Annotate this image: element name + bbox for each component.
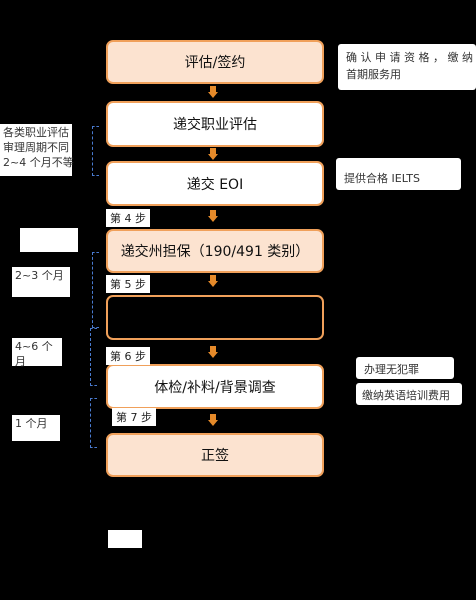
duration-bracket xyxy=(90,398,97,448)
step-number-5: 第 5 步 xyxy=(106,275,150,293)
duration-text: 1 个月 xyxy=(15,417,48,430)
duration-line: 审理周期不同 xyxy=(3,140,69,154)
note-text: 办理无犯罪 xyxy=(364,363,419,376)
step-number-7: 第 7 步 xyxy=(112,408,156,426)
note-confirm-eligibility: 确 认 申 请 资 格 ， 缴 纳 首期服务用 xyxy=(338,44,476,90)
step-number-6: 第 6 步 xyxy=(106,347,150,365)
step-label: 递交职业评估 xyxy=(173,117,257,133)
note-line: 确 认 申 请 资 格 ， 缴 纳 xyxy=(346,51,473,64)
arrow-down-icon xyxy=(208,86,218,98)
duration-visa-grant: 1 个月 xyxy=(12,415,60,441)
duration-bracket xyxy=(90,328,97,386)
duration-invitation: 4~6 个月 xyxy=(12,338,62,368)
arrow-down-icon xyxy=(208,275,218,287)
step-number-4: 第 4 步 xyxy=(106,209,150,227)
step-label: 递交州担保（190/491 类别） xyxy=(120,244,310,260)
blank-label xyxy=(20,228,78,252)
duration-skills-assessment: 各类职业评估 审理周期不同 2~4 个月不等 xyxy=(0,124,74,176)
arrow-down-icon xyxy=(208,148,218,160)
step-box-skills-assessment: 递交职业评估 xyxy=(106,101,324,147)
step-box-medical-background: 体检/补料/背景调查 xyxy=(106,364,324,409)
duration-line: 各类职业评估 xyxy=(3,126,69,139)
note-ielts: 提供合格 IELTS xyxy=(336,158,461,190)
step-label: 体检/补料/背景调查 xyxy=(154,379,276,396)
arrow-down-icon xyxy=(208,414,218,426)
step-box-visa-grant: 正签 xyxy=(106,433,324,477)
duration-line: 2~4 个月不等 xyxy=(3,155,74,169)
note-text: 缴纳英语培训费用 xyxy=(362,389,450,402)
blank-label xyxy=(108,530,142,548)
duration-bracket xyxy=(92,126,99,176)
duration-text: 2~3 个月 xyxy=(15,269,64,282)
duration-state-sponsorship: 2~3 个月 xyxy=(12,267,70,297)
step-label: 递交 EOI xyxy=(186,176,244,193)
arrow-down-icon xyxy=(208,346,218,358)
step-box-blank xyxy=(106,295,324,340)
step-box-state-sponsorship: 递交州担保（190/491 类别） xyxy=(106,229,324,273)
step-box-assessment-signing: 评估/签约 xyxy=(106,40,324,84)
duration-text: 4~6 个月 xyxy=(15,340,53,368)
step-box-submit-eoi: 递交 EOI xyxy=(106,161,324,206)
step-label: 评估/签约 xyxy=(184,55,246,71)
note-line: 首期服务用 xyxy=(346,67,401,81)
note-text: 提供合格 IELTS xyxy=(344,172,421,185)
note-no-criminal-record: 办理无犯罪 xyxy=(356,357,454,379)
arrow-down-icon xyxy=(208,210,218,222)
note-english-training-fee: 缴纳英语培训费用 xyxy=(356,383,462,405)
step-label: 正签 xyxy=(201,448,229,464)
duration-bracket xyxy=(92,252,99,328)
